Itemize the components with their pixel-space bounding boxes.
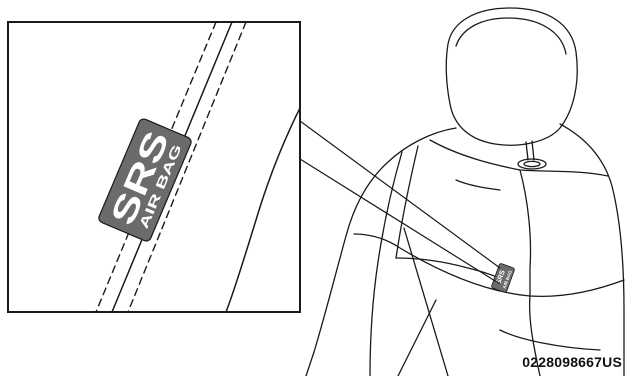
leader-top [299, 120, 501, 269]
seat-srs-tag-text-1: SRS [495, 269, 507, 285]
headrest-post [525, 140, 535, 161]
bolster-panel [395, 257, 503, 281]
srs-airbag-label-plate [98, 118, 192, 242]
callout-leader [299, 120, 501, 285]
cushion-line-2 [499, 329, 601, 351]
seat-srs-tag: SRS AIR BAG [491, 263, 515, 293]
seatback-left-contour [305, 127, 457, 376]
headrest [445, 7, 578, 146]
headrest-edge [455, 17, 567, 55]
zoom-inset: SRS AIR BAG [7, 21, 301, 313]
seatback-lower-line [403, 227, 449, 376]
inset-stitch-2 [127, 22, 247, 312]
inset-seat-contour [225, 107, 300, 312]
cushion-line [528, 295, 541, 376]
headrest-post-base-inner [523, 160, 541, 168]
seat-srs-tag-plate [491, 263, 515, 293]
leader-bottom [299, 158, 501, 285]
bolster-seam-left [369, 151, 403, 376]
seatback-center-line [397, 299, 437, 376]
headrest-post-base [517, 158, 547, 170]
figure-code: 0228098667US [522, 354, 622, 370]
bolster-lower-curve [353, 233, 625, 298]
seat-srs-tag-text-2: AIR BAG [502, 269, 513, 289]
upper-bolster [519, 169, 532, 297]
upper-bolster-2 [455, 179, 501, 191]
seatback-right-contour [559, 123, 625, 376]
